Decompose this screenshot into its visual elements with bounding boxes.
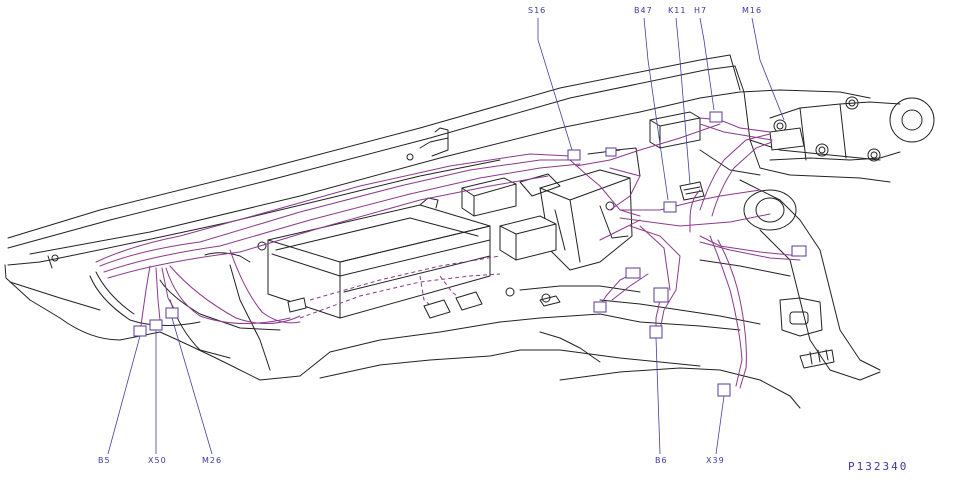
connector-aux (605, 147, 617, 157)
wiring-harness (95, 117, 801, 389)
label-b5: B5 (98, 456, 111, 465)
label-b6: B6 (655, 456, 668, 465)
label-x39: X39 (706, 456, 725, 465)
connector-pair-b (455, 291, 483, 311)
label-b47: B47 (634, 6, 653, 15)
connector-m26 (165, 307, 179, 319)
connector-pair-a (423, 299, 451, 319)
control-box (257, 197, 491, 319)
relay-housing (519, 147, 641, 271)
connector-mid (653, 287, 669, 303)
label-m16: M16 (742, 6, 762, 15)
connector-x50 (149, 319, 163, 331)
connector-h7 (709, 111, 723, 123)
connector-b5 (133, 325, 147, 337)
connector-b6 (649, 325, 663, 339)
leader-lines (107, 17, 785, 455)
label-s16: S16 (528, 6, 546, 15)
connector-centre (625, 267, 641, 279)
label-x50: X50 (148, 456, 167, 465)
figure-reference: P132340 (848, 460, 908, 473)
label-m26: M26 (202, 456, 222, 465)
wiper-motor (743, 96, 935, 231)
connector-s16 (567, 149, 581, 161)
label-k11: K11 (668, 6, 686, 15)
connector-b47 (663, 201, 677, 213)
relay-blocks (461, 111, 705, 261)
connector-x39 (717, 383, 731, 397)
connector-box (287, 297, 307, 313)
label-h7: H7 (694, 6, 707, 15)
connector-right (791, 245, 807, 257)
connectors (133, 111, 807, 397)
vehicle-body (4, 54, 891, 409)
connector-lower (593, 301, 607, 313)
component-labels: S16 B47 K11 H7 M16 B5 X50 M26 B6 X39 P13… (98, 6, 908, 473)
